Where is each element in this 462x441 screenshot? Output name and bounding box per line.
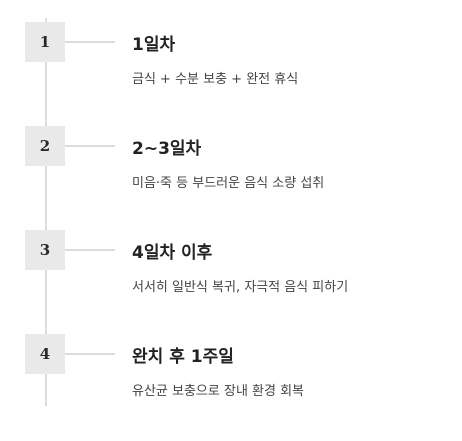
step-connector [65,145,115,147]
step-title: 완치 후 1주일 [132,347,234,367]
step-connector [65,41,115,43]
timeline-step-2: 2 2~3일차 미음·죽 등 부드러운 음식 소량 섭취 [0,104,462,191]
timeline-line [45,18,47,406]
timeline-step-1: 1 1일차 금식 + 수분 보충 + 완전 휴식 [0,0,462,87]
step-description: 서서히 일반식 복귀, 자극적 음식 피하기 [132,280,349,295]
timeline-step-4: 4 완치 후 1주일 유산균 보충으로 장내 환경 회복 [0,312,462,399]
step-title: 4일차 이후 [132,243,213,263]
step-description: 유산균 보충으로 장내 환경 회복 [132,384,305,399]
timeline-step-3: 3 4일차 이후 서서히 일반식 복귀, 자극적 음식 피하기 [0,208,462,295]
step-description: 금식 + 수분 보충 + 완전 휴식 [132,72,299,87]
step-title: 2~3일차 [132,139,202,159]
step-description: 미음·죽 등 부드러운 음식 소량 섭취 [132,176,325,191]
step-connector [65,249,115,251]
step-number-badge: 2 [25,126,65,166]
step-number-badge: 1 [25,22,65,62]
step-title: 1일차 [132,35,176,55]
step-number-badge: 4 [25,334,65,374]
step-connector [65,353,115,355]
step-number-badge: 3 [25,230,65,270]
